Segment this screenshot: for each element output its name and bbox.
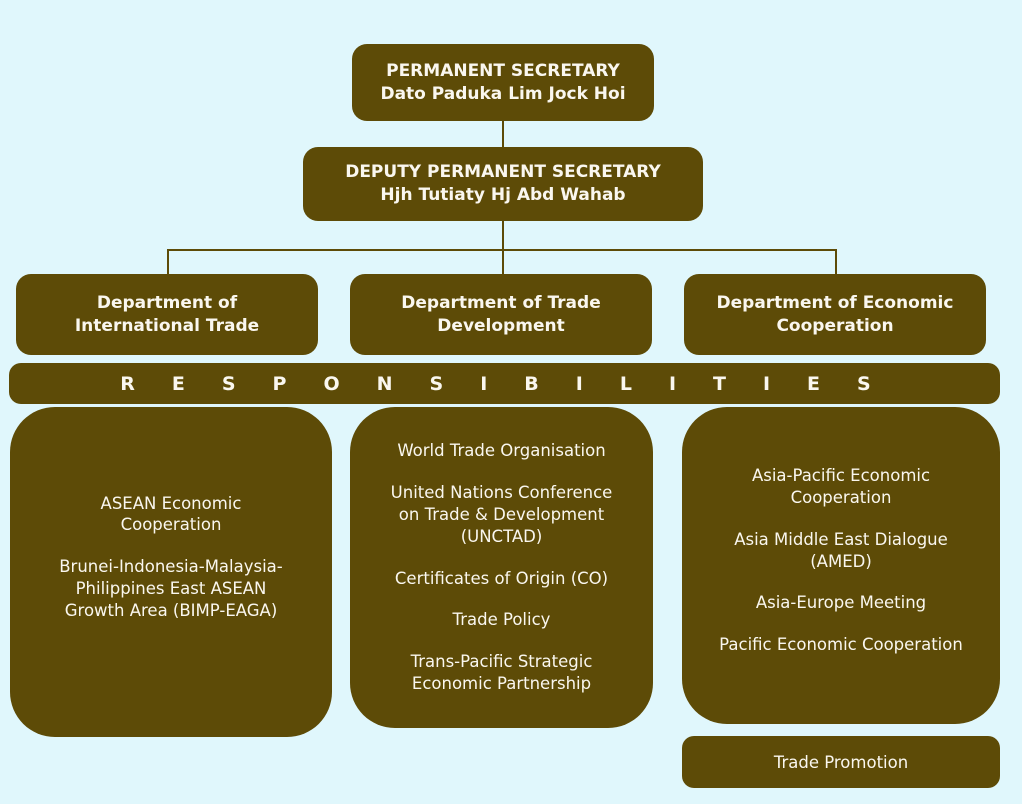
responsibility-item: Asia-Europe Meeting — [755, 593, 927, 613]
responsibilities-economic-cooperation-box: Asia-Pacific Economic Cooperation Asia M… — [682, 407, 1000, 724]
responsibility-item: Certificates of Origin (CO) — [394, 568, 609, 588]
trade-promotion-label: Trade Promotion — [773, 752, 909, 772]
permanent-secretary-name: Dato Paduka Lim Jock Hoi — [380, 83, 626, 104]
responsibility-item: Trans-Pacific Strategic Economic Partner… — [410, 652, 593, 693]
deputy-permanent-secretary-title: DEPUTY PERMANENT SECRETARY — [345, 162, 661, 183]
responsibilities-trade-development-box: World Trade Organisation United Nations … — [350, 407, 653, 728]
responsibility-item: United Nations Conference on Trade & Dev… — [390, 483, 613, 546]
deputy-permanent-secretary-name: Hjh Tutiaty Hj Abd Wahab — [380, 185, 626, 205]
responsibilities-bar: RESPONSIBILITIES — [9, 363, 1000, 404]
responsibility-item: Pacific Economic Cooperation — [719, 635, 963, 655]
responsibility-item: ASEAN Economic Cooperation — [100, 493, 242, 535]
responsibility-item: Asia-Pacific Economic Cooperation — [751, 466, 931, 507]
responsibility-item: Brunei-Indonesia-Malaysia-Philippines Ea… — [59, 557, 283, 620]
responsibility-item: Trade Policy — [452, 610, 551, 630]
permanent-secretary-box: PERMANENT SECRETARY Dato Paduka Lim Jock… — [352, 44, 654, 121]
connector-drop-right — [835, 249, 837, 274]
department-international-trade-box: Department of International Trade — [16, 274, 318, 355]
responsibility-item: Asia Middle East Dialogue (AMED) — [734, 529, 948, 571]
responsibilities-international-trade-box: ASEAN Economic Cooperation Brunei-Indone… — [10, 407, 332, 737]
department-economic-cooperation-label: Department of Economic Cooperation — [716, 292, 954, 336]
trade-promotion-box: Trade Promotion — [682, 736, 1000, 788]
deputy-permanent-secretary-box: DEPUTY PERMANENT SECRETARY Hjh Tutiaty H… — [303, 147, 703, 221]
permanent-secretary-title: PERMANENT SECRETARY — [386, 60, 620, 81]
department-trade-development-box: Department of Trade Development — [350, 274, 652, 355]
responsibility-item: World Trade Organisation — [397, 441, 606, 461]
department-economic-cooperation-box: Department of Economic Cooperation — [684, 274, 986, 355]
connector-drop-left — [167, 249, 169, 274]
responsibilities-label: RESPONSIBILITIES — [120, 372, 908, 395]
connector-deputy-down — [502, 221, 504, 274]
connector-horizontal — [167, 249, 837, 251]
department-international-trade-label: Department of International Trade — [74, 292, 260, 336]
connector-top-to-deputy — [502, 121, 504, 147]
department-trade-development-label: Department of Trade Development — [401, 292, 601, 336]
